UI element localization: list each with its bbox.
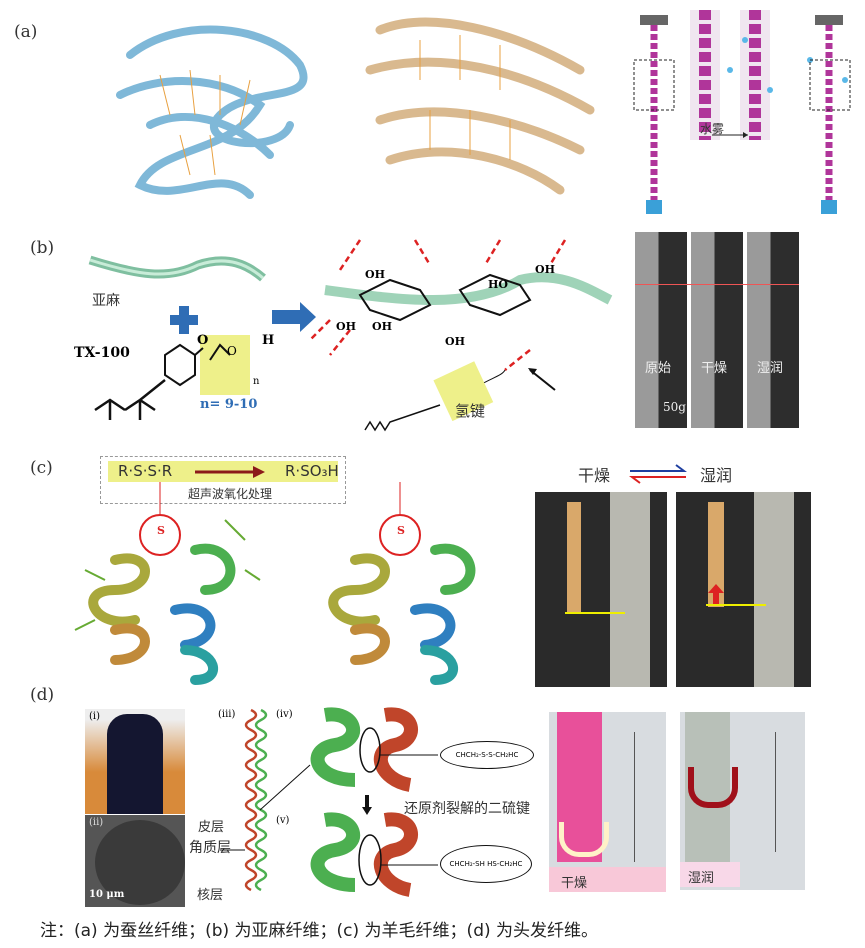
pointer-arrows <box>220 754 438 866</box>
hair-dry-photo: 干燥 <box>549 712 666 892</box>
ho-label: HO <box>488 278 508 291</box>
flax-fiber <box>88 255 266 282</box>
flax-hanging-photos: 原始 干燥 湿润 50g <box>635 232 809 428</box>
keratin-helix-pair-v <box>310 812 418 897</box>
tx100-o-atom: O <box>197 333 209 348</box>
oh-label-5: OH <box>445 335 465 348</box>
cortex-label: 皮层 <box>198 820 225 835</box>
process-label: 超声波氧化处理 <box>188 487 273 501</box>
oh-label-1: OH <box>365 268 385 281</box>
down-arrow-icon <box>362 795 372 815</box>
silk-fiber-twist-schematic <box>633 10 851 214</box>
oh-label-2: OH <box>535 263 555 276</box>
flax-label: 亚麻 <box>92 293 120 309</box>
hydrogen-bond-label: 氢键 <box>455 402 486 420</box>
sub-i-label: (i) <box>89 711 101 722</box>
panel-d-label: (d) <box>30 685 55 705</box>
plus-icon <box>170 306 198 334</box>
dry-state-label: 干燥 <box>561 876 588 891</box>
cuticle-label: 角质层 <box>189 840 231 856</box>
wool-wet-photo <box>676 492 811 687</box>
sub-iii-label: (iii) <box>218 709 236 720</box>
hair-cross-section-photo: (ii) 10 μm <box>85 815 185 907</box>
sub-v-label: (v) <box>276 815 290 826</box>
water-mist-label: 水雾 <box>700 122 725 136</box>
photo-label-original: 原始 <box>645 361 672 376</box>
disulfide-bond-label: CHCH₂-S-S-CH₂HC <box>440 741 534 769</box>
silk-protein-tan-ribbon <box>365 17 595 195</box>
wool-protein-after <box>328 482 476 685</box>
reaction-arrow-icon <box>195 466 265 478</box>
right-arrow-icon <box>272 302 316 332</box>
sulfur-label-1: S <box>157 524 165 537</box>
hair-wet-photo: 湿润 <box>680 712 805 890</box>
keratin-helix-pair-iv <box>310 707 418 792</box>
thiol-groups-label: CHCH₂-SH HS-CH₂HC <box>440 845 532 883</box>
dry-label: 干燥 <box>578 466 611 485</box>
silk-protein-blue-ribbon <box>116 25 308 199</box>
medulla-label: 核层 <box>197 888 224 903</box>
disulfide-cleaved-label: 还原剂裂解的二硫键 <box>404 801 530 817</box>
reaction-box <box>100 456 346 504</box>
tx100-subscript-n: n <box>253 376 260 387</box>
scale-bar-label: 10 μm <box>89 889 125 900</box>
panel-b-label: (b) <box>30 238 55 258</box>
panel-c-label: (c) <box>30 458 53 478</box>
tx100-label: TX-100 <box>74 345 130 361</box>
tx100-structure <box>94 335 250 420</box>
panel-a-label: (a) <box>14 22 38 42</box>
tx100-h-atom: H <box>262 333 275 348</box>
sub-iv-label: (iv) <box>276 709 293 720</box>
sub-ii-label: (ii) <box>89 817 104 828</box>
n-range-label: n= 9-10 <box>200 397 258 412</box>
wet-state-label: 湿润 <box>688 871 715 886</box>
up-arrow-icon <box>708 584 724 604</box>
photo-label-dry: 干燥 <box>701 361 728 376</box>
reversible-arrows-icon <box>629 464 687 484</box>
weight-label: 50g <box>663 400 686 414</box>
oh-label-3: OH <box>336 320 356 333</box>
cellulose-structure <box>309 239 613 432</box>
wool-protein-before <box>74 482 261 685</box>
hair-photo: (i) <box>85 709 185 814</box>
wet-label: 湿润 <box>700 466 733 485</box>
sulfur-label-2: S <box>397 524 405 537</box>
coiled-coil-helix <box>244 708 268 892</box>
wool-dry-photo <box>535 492 667 687</box>
figure-caption: 注：(a) 为蚕丝纤维；(b) 为亚麻纤维；(c) 为羊毛纤维；(d) 为头发纤… <box>40 921 599 941</box>
photo-label-wet: 湿润 <box>757 361 784 376</box>
reactant-label: R·S·S·R <box>118 462 173 480</box>
product-label: R·SO₃H <box>285 462 339 480</box>
tx100-repeat-o: O <box>227 344 237 358</box>
oh-label-4: OH <box>372 320 392 333</box>
